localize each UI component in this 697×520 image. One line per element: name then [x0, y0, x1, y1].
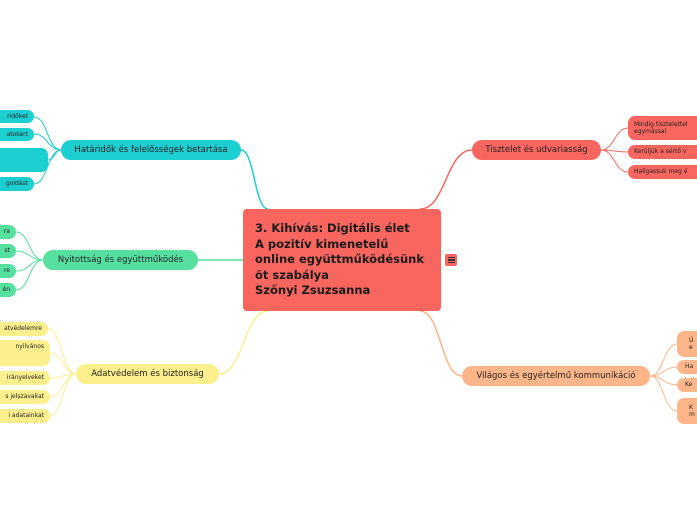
link-central-hataridok [240, 149, 269, 210]
leaf-adatvedelem-2[interactable]: nyilvános [0, 340, 50, 366]
leaf-adatvedelem-4[interactable]: s jelszavakat [0, 390, 50, 404]
leaf-hataridok-1[interactable]: ridőket [0, 110, 34, 123]
central-topic[interactable]: 3. Kihívás: Digitális élet A pozitív kim… [243, 209, 441, 311]
leaf-tisztelet-1[interactable]: Mindig tisztelettel egymással [628, 116, 697, 140]
hamburger-menu-icon[interactable] [445, 254, 457, 266]
link-adatvedelem-leaf-5 [49, 373, 77, 417]
link-tisztelet-leaf-1 [600, 127, 629, 151]
link-nyitottsag-leaf-4 [15, 259, 44, 291]
link-nyitottsag-leaf-2 [15, 250, 44, 261]
link-nyitottsag-leaf-3 [15, 259, 44, 272]
link-vilagos-leaf-4 [649, 375, 678, 412]
leaf-vilagos-4[interactable]: K m [677, 398, 697, 424]
branch-nyitottsag[interactable]: Nyitottság és együttműködés [43, 250, 198, 270]
leaf-nyitottsag-1[interactable]: ra [0, 225, 16, 239]
link-nyitottsag-leaf-1 [15, 231, 44, 261]
leaf-hataridok-3[interactable] [0, 148, 48, 172]
branch-vilagos[interactable]: Világos és egyértelmű kommunikáció [462, 366, 650, 386]
central-line-4: öt szabálya [255, 267, 329, 282]
central-line-1: 3. Kihívás: Digitális élet [255, 221, 410, 236]
link-tisztelet-leaf-3 [600, 149, 629, 173]
link-hataridok-leaf-1 [33, 116, 62, 151]
leaf-hataridok-2[interactable]: atokért [0, 128, 34, 141]
leaf-vilagos-1[interactable]: Ú e [677, 331, 697, 357]
leaf-nyitottsag-2[interactable]: st [0, 244, 16, 258]
branch-hataridok[interactable]: Határidők és felelősségek betartása [61, 140, 241, 160]
leaf-vilagos-3[interactable]: Ke [677, 378, 697, 392]
leaf-hataridok-4[interactable]: goldást [0, 177, 34, 191]
leaf-adatvedelem-1[interactable]: atvédelemre [0, 322, 48, 336]
branch-adatvedelem[interactable]: Adatvédelem és biztonság [76, 364, 219, 384]
leaf-nyitottsag-4[interactable]: én [0, 283, 16, 297]
leaf-vilagos-2[interactable]: Ha [677, 360, 697, 374]
link-adatvedelem-leaf-2 [49, 352, 77, 375]
leaf-nyitottsag-3[interactable]: re [0, 264, 16, 278]
central-line-3: online együttműködésünk [255, 252, 424, 267]
link-central-tisztelet [419, 149, 473, 210]
link-adatvedelem-leaf-1 [47, 328, 77, 375]
link-hataridok-leaf-2 [33, 133, 62, 151]
leaf-adatvedelem-3[interactable]: irányelveket [0, 371, 50, 385]
leaf-tisztelet-3[interactable]: Hallgassuk meg é [628, 165, 697, 179]
leaf-tisztelet-2[interactable]: Kerüljük a sértő v [628, 145, 697, 159]
link-hataridok-leaf-3 [47, 149, 62, 161]
leaf-adatvedelem-5[interactable]: i adatainkat [0, 409, 50, 423]
central-line-5: Szőnyi Zsuzsanna [255, 283, 371, 298]
central-line-2: A pozitív kimenetelű [255, 236, 389, 251]
link-central-vilagos [419, 310, 463, 377]
link-central-adatvedelem [218, 310, 269, 375]
link-vilagos-leaf-1 [649, 343, 678, 377]
branch-tisztelet[interactable]: Tisztelet és udvariasság [472, 140, 601, 160]
